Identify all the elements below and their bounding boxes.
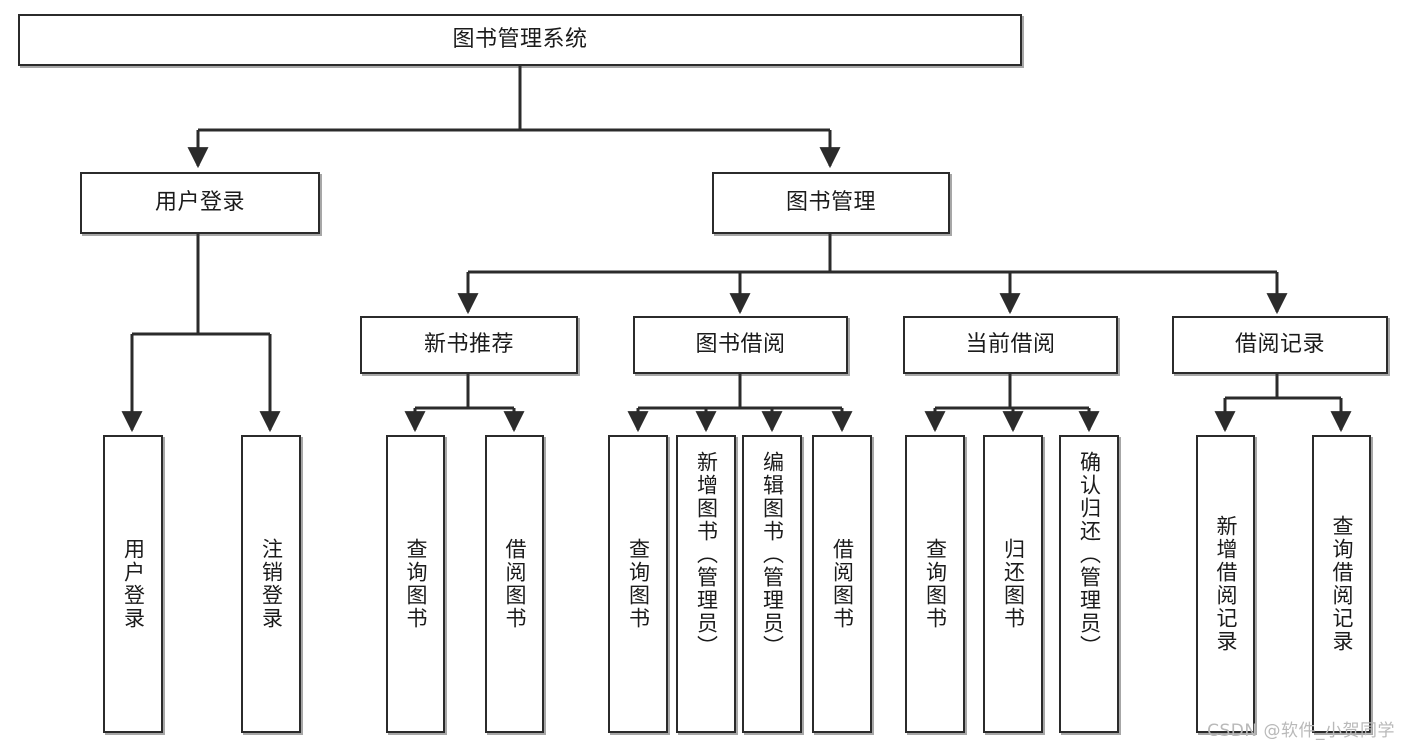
leaf-label: 注销登录 xyxy=(259,538,284,630)
node-current-borrow[interactable]: 当前借阅 xyxy=(903,316,1118,374)
leaf-current-query-book[interactable]: 查询图书 xyxy=(905,435,965,733)
leaf-label: 新增借阅记录 xyxy=(1213,515,1238,653)
leaf-user-login-login[interactable]: 用户登录 xyxy=(103,435,163,733)
node-current-borrow-label: 当前借阅 xyxy=(965,331,1056,357)
leaf-borrow-add-book-admin[interactable]: 新增图书（管理员） xyxy=(676,435,736,733)
node-new-book-recommend-label: 新书推荐 xyxy=(423,331,514,357)
node-user-login[interactable]: 用户登录 xyxy=(80,172,320,234)
leaf-record-query-record[interactable]: 查询借阅记录 xyxy=(1312,435,1371,733)
leaf-user-login-logout[interactable]: 注销登录 xyxy=(241,435,301,733)
leaf-current-return-book[interactable]: 归还图书 xyxy=(983,435,1043,733)
leaf-label: 查询图书 xyxy=(626,538,651,630)
node-book-borrow[interactable]: 图书借阅 xyxy=(633,316,848,374)
node-user-login-label: 用户登录 xyxy=(154,189,245,215)
leaf-label: 查询图书 xyxy=(923,538,948,630)
leaf-label: 确认归还（管理员） xyxy=(1077,451,1102,658)
node-borrow-record[interactable]: 借阅记录 xyxy=(1172,316,1388,374)
node-new-book-recommend[interactable]: 新书推荐 xyxy=(360,316,578,374)
node-root[interactable]: 图书管理系统 xyxy=(18,14,1022,66)
node-book-management-label: 图书管理 xyxy=(785,189,876,215)
leaf-label: 编辑图书（管理员） xyxy=(760,451,785,658)
node-book-borrow-label: 图书借阅 xyxy=(695,331,786,357)
csdn-watermark: CSDN @软件_小贺同学 xyxy=(1207,721,1395,741)
leaf-new-book-query[interactable]: 查询图书 xyxy=(386,435,445,733)
leaf-label: 归还图书 xyxy=(1001,538,1026,630)
leaf-label: 新增图书（管理员） xyxy=(694,451,719,658)
leaf-record-add-record[interactable]: 新增借阅记录 xyxy=(1196,435,1255,733)
leaf-borrow-borrow-book[interactable]: 借阅图书 xyxy=(812,435,872,733)
leaf-label: 借阅图书 xyxy=(830,538,855,630)
leaf-label: 用户登录 xyxy=(121,538,146,630)
leaf-borrow-edit-book-admin[interactable]: 编辑图书（管理员） xyxy=(742,435,802,733)
node-book-management[interactable]: 图书管理 xyxy=(712,172,950,234)
leaf-label: 查询图书 xyxy=(403,538,428,630)
node-root-label: 图书管理系统 xyxy=(452,26,588,52)
leaf-label: 借阅图书 xyxy=(502,538,527,630)
leaf-borrow-query-book[interactable]: 查询图书 xyxy=(608,435,668,733)
leaf-new-book-borrow[interactable]: 借阅图书 xyxy=(485,435,544,733)
node-borrow-record-label: 借阅记录 xyxy=(1234,331,1325,357)
leaf-label: 查询借阅记录 xyxy=(1329,515,1354,653)
leaf-current-confirm-return-admin[interactable]: 确认归还（管理员） xyxy=(1059,435,1119,733)
